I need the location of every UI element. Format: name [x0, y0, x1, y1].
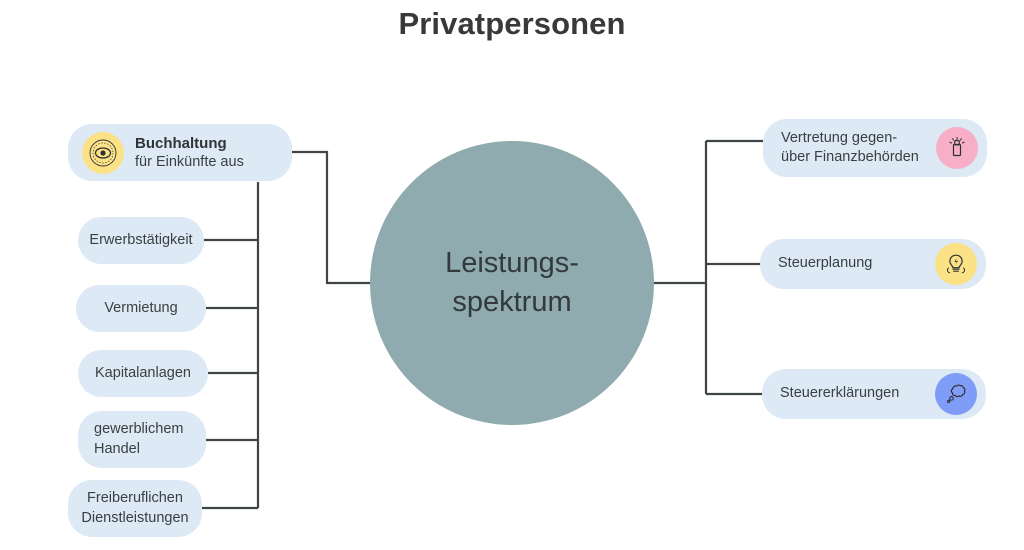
node-vertretung-finanzbehoerden-label: Vertretung gegen- über Finanzbehörden [781, 129, 919, 165]
node-buchhaltung[interactable]: Buchhaltung für Einkünfte aus [68, 124, 292, 181]
node-steuererklaerungen-label: Steuererklärungen [780, 385, 900, 402]
stamp-icon [936, 127, 978, 169]
node-steuerplanung-label: Steuerplanung [778, 255, 873, 272]
node-freiberufliche-dienstleistungen[interactable]: Freiberuflichen Dienstleistungen [68, 480, 202, 537]
node-erwerbstaetigkeit[interactable]: Erwerbstätigkeit [78, 217, 204, 264]
node-kapitalanlagen[interactable]: Kapitalanlagen [78, 350, 208, 397]
node-vermietung[interactable]: Vermietung [76, 285, 206, 332]
node-steuerplanung[interactable]: Steuerplanung [760, 239, 986, 289]
center-node: Leistungs- spektrum [370, 141, 654, 425]
node-buchhaltung-subtitle: für Einkünfte aus [135, 153, 244, 170]
node-buchhaltung-title: Buchhaltung [135, 134, 227, 152]
lightbulb-icon [935, 243, 977, 285]
node-gewerblichem-handel[interactable]: gewerblichem Handel [78, 411, 206, 468]
eye-target-icon [82, 131, 124, 174]
node-freiberufliche-dienstleistungen-label: Freiberuflichen Dienstleistungen [81, 490, 189, 526]
node-erwerbstaetigkeit-label: Erwerbstätigkeit [89, 231, 193, 248]
thought-cloud-icon [935, 373, 977, 415]
node-vermietung-label: Vermietung [104, 299, 178, 316]
node-buchhaltung-text: Buchhaltung für Einkünfte aus [135, 134, 244, 172]
node-kapitalanlagen-label: Kapitalanlagen [95, 364, 191, 381]
page-title: Privatpersonen [398, 6, 626, 41]
node-vertretung-finanzbehoerden[interactable]: Vertretung gegen- über Finanzbehörden [763, 119, 987, 177]
node-steuererklaerungen[interactable]: Steuererklärungen [762, 369, 986, 419]
node-gewerblichem-handel-label: gewerblichem Handel [94, 421, 184, 457]
center-node-label: Leistungs- spektrum [445, 246, 579, 318]
